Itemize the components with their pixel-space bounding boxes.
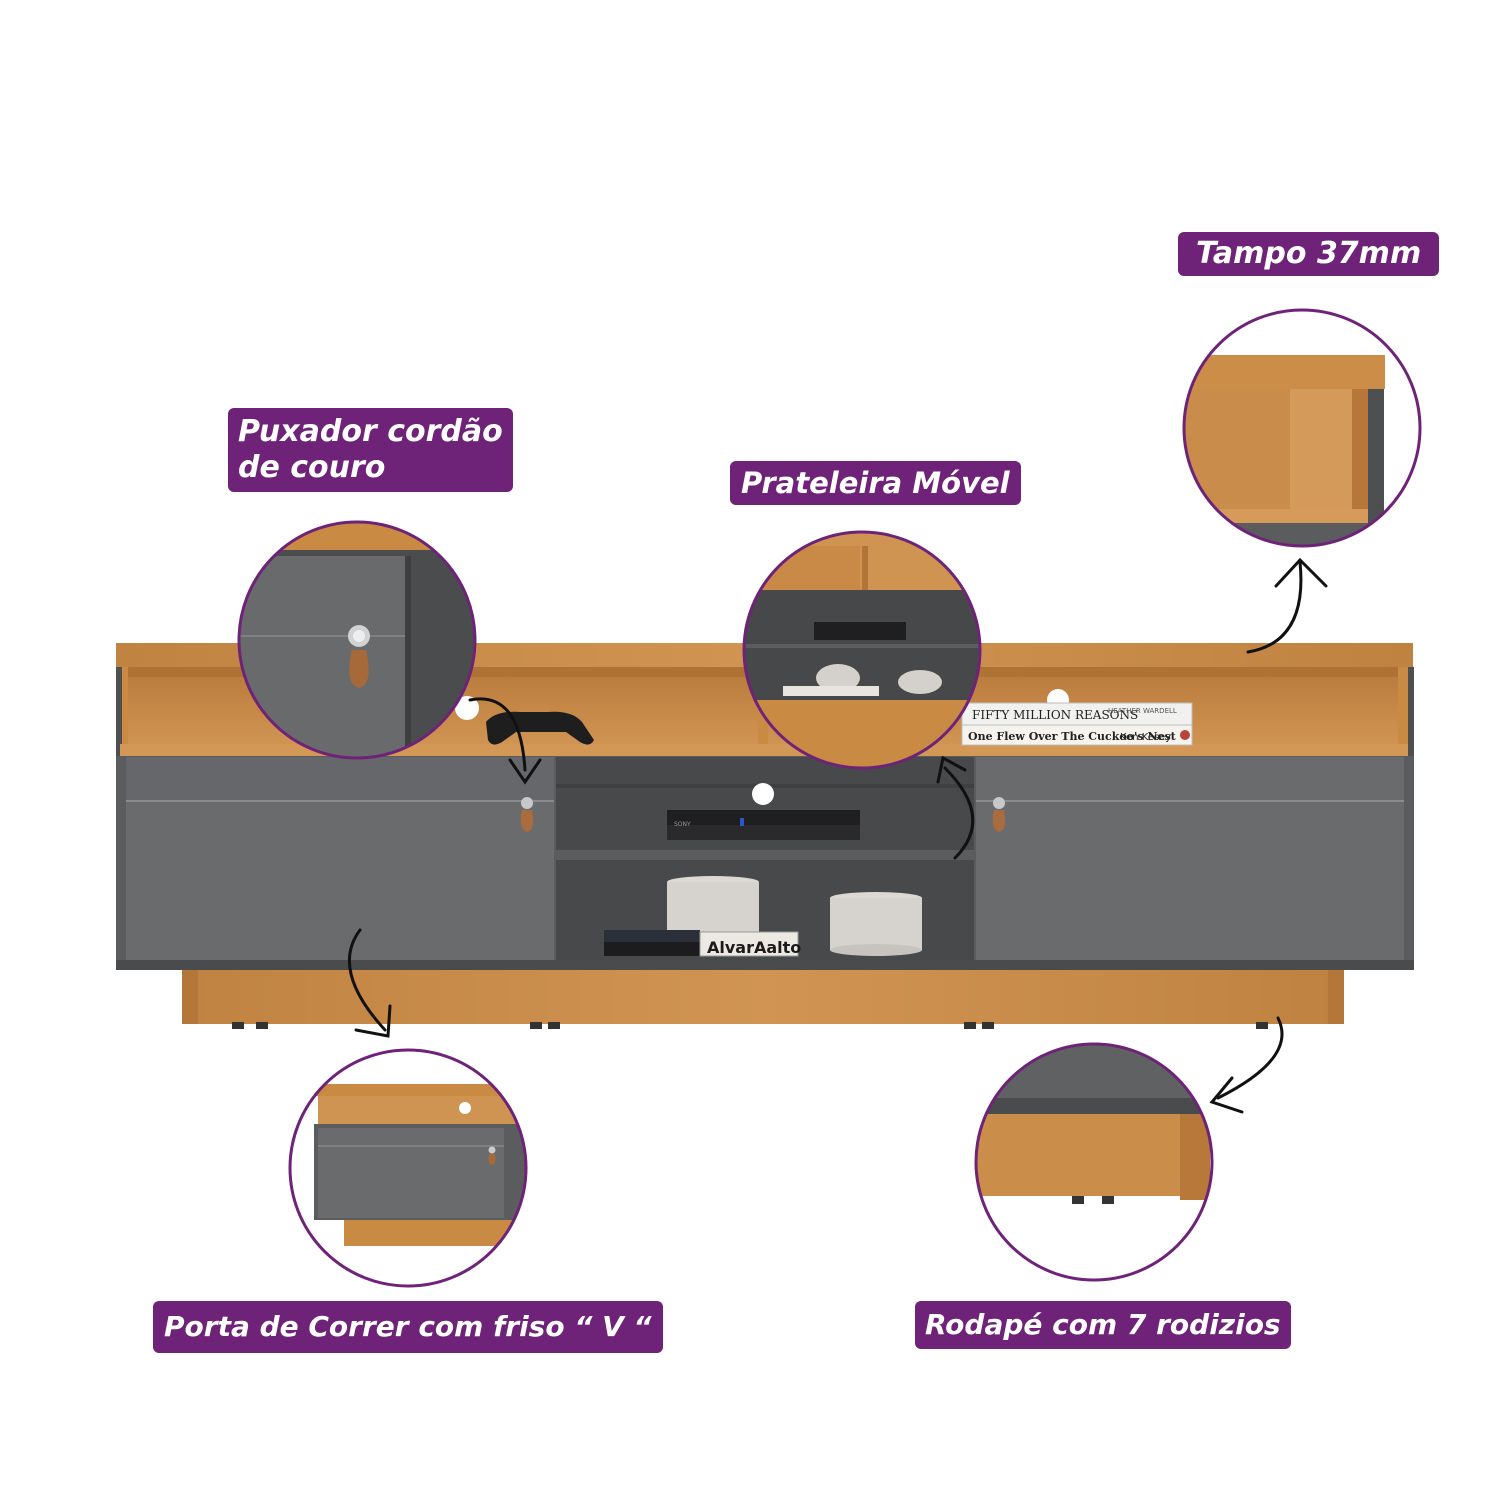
callout-porta-text: Porta de Correr com friso “ V “ (164, 1310, 652, 1343)
tv-rack: FIFTY MILLION REASONS HEATHER WARDELL On… (116, 643, 1414, 1029)
callout-tampo: Tampo 37mm (1178, 232, 1440, 276)
left-sliding-door (126, 757, 554, 960)
zoom-circle-porta (288, 1048, 528, 1288)
right-sliding-door (976, 757, 1404, 960)
svg-text:SONY: SONY (674, 821, 691, 828)
zoom-circle-puxador (237, 520, 477, 760)
svg-text:Ken Kesey: Ken Kesey (1120, 732, 1171, 743)
callout-prateleira-text: Prateleira Móvel (741, 466, 1010, 500)
zoom-circle-rodape (974, 1042, 1214, 1282)
svg-text:One Flew Over The Cuckoo's Nes: One Flew Over The Cuckoo's Nest (968, 730, 1177, 743)
game-console: SONY (667, 810, 860, 840)
callout-puxador-line1: Puxador cordão (238, 414, 503, 449)
zoom-circle-prateleira (742, 530, 982, 770)
zoom-circle-tampo (1182, 308, 1422, 548)
callout-tampo-text: Tampo 37mm (1196, 236, 1422, 271)
callout-rodape: Rodapé com 7 rodizios (915, 1301, 1291, 1349)
shelf-books: AlvarAalto (604, 930, 801, 957)
svg-text:HEATHER WARDELL: HEATHER WARDELL (1108, 707, 1177, 715)
callout-rodape-text: Rodapé com 7 rodizios (925, 1308, 1281, 1341)
callout-prateleira: Prateleira Móvel (730, 461, 1021, 505)
books-stack: FIFTY MILLION REASONS HEATHER WARDELL On… (961, 702, 1193, 746)
callout-porta: Porta de Correr com friso “ V “ (153, 1301, 663, 1353)
callout-puxador: Puxador cordão de couro (228, 408, 513, 492)
center-shelves: SONY AlvarAalto (556, 757, 974, 960)
svg-text:AlvarAalto: AlvarAalto (707, 938, 801, 957)
callout-puxador-line2: de couro (238, 450, 386, 485)
svg-text:FIFTY MILLION REASONS: FIFTY MILLION REASONS (972, 708, 1138, 722)
plinth-base (182, 970, 1344, 1029)
pointer-arrows (347, 557, 1328, 1114)
